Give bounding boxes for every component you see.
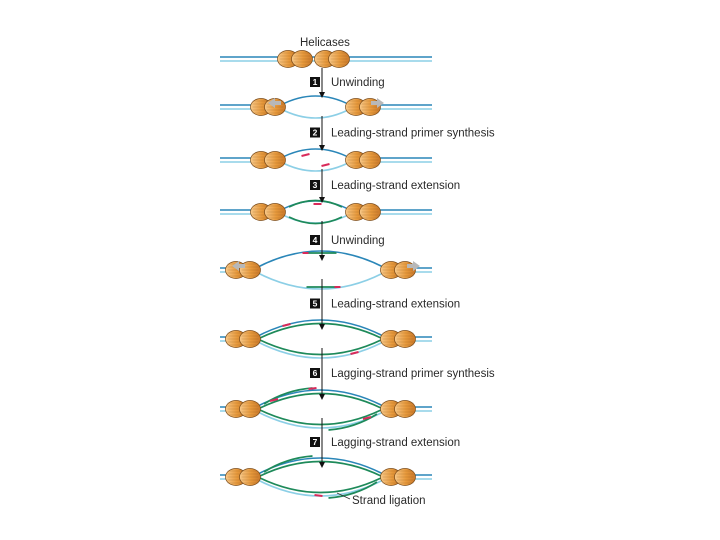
step-connector: 6 Lagging-strand primer synthesis <box>310 348 495 400</box>
step-number: 3 <box>313 180 318 190</box>
arrow-down-icon <box>319 462 325 468</box>
leading-strand-new <box>288 216 343 225</box>
step-label: Unwinding <box>331 77 385 89</box>
step-label: Leading-strand extension <box>331 299 460 311</box>
arrow-down-icon <box>319 255 325 261</box>
primer <box>321 163 330 167</box>
helicase <box>345 203 381 221</box>
step-connector: 3 Leading-strand extension <box>310 169 460 203</box>
bubble-bottom-strand <box>255 271 386 290</box>
replication-stage <box>220 250 432 290</box>
helicase <box>345 151 381 169</box>
primer <box>282 323 291 327</box>
lagging-strand-new <box>328 413 378 431</box>
step-connector: 2 Leading-strand primer synthesis <box>310 116 495 151</box>
arrow-down-icon <box>319 197 325 203</box>
strand-ligation-pointer <box>336 492 351 500</box>
lagging-strand-new <box>263 387 313 405</box>
helicase <box>380 468 416 486</box>
helicases-title: Helicases <box>300 37 350 49</box>
helicase <box>250 151 286 169</box>
leading-strand-new <box>259 409 382 426</box>
step-number: 5 <box>313 299 318 309</box>
lagging-strand-new <box>263 455 313 473</box>
strand-ligation-label: Strand ligation <box>352 495 426 507</box>
primer <box>301 153 310 157</box>
step-number: 1 <box>313 77 318 87</box>
replication-stage <box>220 387 432 431</box>
step-label: Lagging-strand extension <box>331 437 460 449</box>
helicase <box>225 330 261 348</box>
bubble-bottom-strand <box>280 108 351 119</box>
helicase <box>225 468 261 486</box>
primer <box>350 351 359 355</box>
step-connector: 4 Unwinding <box>310 221 385 261</box>
leading-strand-new <box>288 199 343 208</box>
step-connector: 5 Leading-strand extension <box>310 279 460 330</box>
helicase <box>250 203 286 221</box>
bubble-top-strand <box>255 250 386 269</box>
step-number: 4 <box>313 235 318 245</box>
primer <box>308 387 317 390</box>
leading-strand-new <box>259 460 382 477</box>
step-number-box <box>310 298 320 309</box>
step-connector: 1 Unwinding <box>310 68 385 98</box>
step-number: 2 <box>313 128 318 138</box>
replication-stage <box>220 199 432 225</box>
step-number-box <box>310 180 320 190</box>
bubble-bottom-strand <box>280 161 351 172</box>
arrow-down-icon <box>319 92 325 98</box>
leading-strand-new <box>259 322 382 339</box>
helicase <box>314 50 350 68</box>
bubble-top-strand <box>255 319 386 338</box>
replication-stage <box>220 455 432 499</box>
arrow-left-icon <box>268 98 281 108</box>
step-label: Leading-strand extension <box>331 180 460 192</box>
primer <box>362 416 372 420</box>
lagging-strand-new <box>328 481 378 499</box>
arrow-down-icon <box>319 394 325 400</box>
helicase <box>225 400 261 418</box>
step-number-box <box>310 437 320 447</box>
primer <box>269 398 279 402</box>
helicase <box>380 261 416 279</box>
step-connector: 7 Lagging-strand extension <box>310 418 460 468</box>
step-label: Leading-strand primer synthesis <box>331 128 495 140</box>
replication-stage <box>220 95 432 119</box>
helicase <box>380 330 416 348</box>
arrow-right-icon <box>407 261 420 271</box>
helicase <box>380 400 416 418</box>
leading-strand-new <box>259 477 382 494</box>
step-number-box <box>310 235 320 245</box>
arrow-left-icon <box>232 261 245 271</box>
replication-stage <box>220 50 432 68</box>
step-number: 6 <box>313 368 318 378</box>
leading-strand-new <box>259 392 382 409</box>
bubble-top-strand <box>280 148 351 159</box>
replication-stage <box>220 148 432 172</box>
replication-stage <box>220 319 432 359</box>
helicase <box>277 50 313 68</box>
leading-strand-new <box>259 339 382 356</box>
arrow-down-icon <box>319 324 325 330</box>
step-number: 7 <box>313 437 318 447</box>
bubble-top-strand <box>280 95 351 106</box>
arrow-right-icon <box>371 98 384 108</box>
step-number-box <box>310 127 320 138</box>
step-number-box <box>310 368 320 378</box>
arrow-down-icon <box>319 145 325 151</box>
bubble-bottom-strand <box>255 340 386 359</box>
step-label: Lagging-strand primer synthesis <box>331 368 495 380</box>
replication-stages <box>220 50 432 499</box>
primer <box>314 494 323 497</box>
step-number-box <box>310 77 320 87</box>
step-label: Unwinding <box>331 235 385 247</box>
